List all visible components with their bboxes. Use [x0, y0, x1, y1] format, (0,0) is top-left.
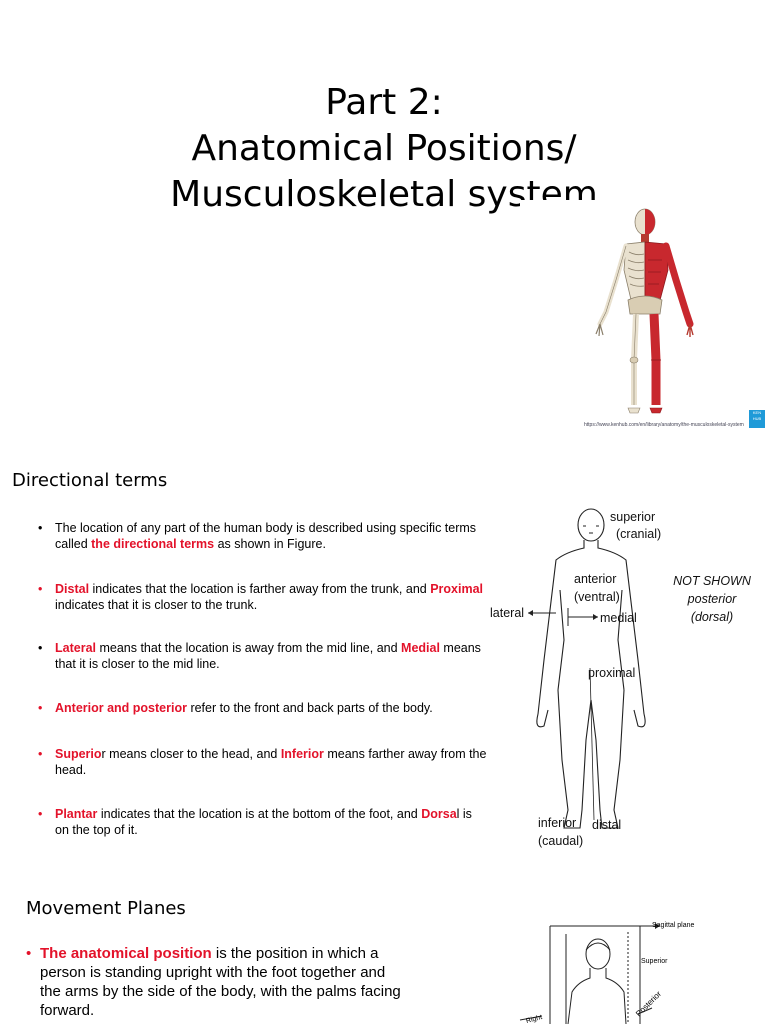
bullet-dot: • [38, 582, 43, 596]
bullet-dot: • [38, 641, 43, 655]
label-not-shown: NOT SHOWN [673, 574, 751, 588]
title-line-2: Anatomical Positions/ [191, 128, 577, 169]
title-line-1: Part 2: [325, 82, 443, 123]
bullet-dot: • [26, 945, 32, 962]
label-medial: medial [600, 611, 637, 625]
label-superior: superior [610, 510, 656, 524]
bullet-dot: • [38, 747, 43, 761]
body-outline [528, 508, 646, 829]
label-dorsal: (dorsal) [690, 610, 734, 624]
bullet-dot: • [38, 701, 43, 715]
directional-terms-diagram: superior (cranial) anterior (ventral) la… [488, 500, 768, 860]
list-item: • The anatomical position is the positio… [26, 945, 401, 1019]
label-proximal: proximal [588, 666, 636, 680]
bullet-dot: • [38, 807, 43, 821]
label-ventral: (ventral) [574, 590, 620, 604]
kenhub-logo: KEN HUB [749, 410, 765, 428]
figure-credit-url[interactable]: https://www.kenhub.com/en/library/anatom… [584, 422, 744, 428]
musculoskeletal-figure: https://www.kenhub.com/en/library/anatom… [520, 200, 768, 432]
list-item: • Plantar indicates that the location is… [38, 807, 472, 837]
musculoskeletal-illustration [520, 200, 768, 432]
label-lateral: lateral [490, 606, 525, 620]
label-cranial: (cranial) [616, 527, 662, 541]
list-item: • Lateral means that the location is awa… [38, 641, 481, 671]
list-item: • Distal indicates that the location is … [38, 582, 484, 612]
list-item: • Anterior and posterior refer to the fr… [38, 701, 433, 715]
label-distal: distal [592, 818, 622, 832]
movement-planes-diagram: Sagittal plane Superior Posterior Right [510, 912, 730, 1025]
directional-terms-heading: Directional terms [12, 470, 168, 491]
label-superior-plane: Superior [641, 958, 668, 965]
label-inferior: inferior [538, 816, 577, 830]
label-caudal: (caudal) [538, 834, 584, 848]
list-item: • The location of any part of the human … [38, 521, 477, 551]
bullet-dot: • [38, 521, 43, 535]
label-sagittal-plane: Sagittal plane [652, 922, 695, 929]
label-anterior: anterior [574, 572, 617, 586]
label-posterior: posterior [687, 592, 737, 606]
slide-title: Part 2: Anatomical Positions/ Musculoske… [0, 80, 768, 218]
sagittal-plane-illustration [519, 923, 660, 1025]
movement-planes-heading: Movement Planes [26, 898, 186, 919]
list-item: • Superior means closer to the head, and… [38, 747, 487, 777]
